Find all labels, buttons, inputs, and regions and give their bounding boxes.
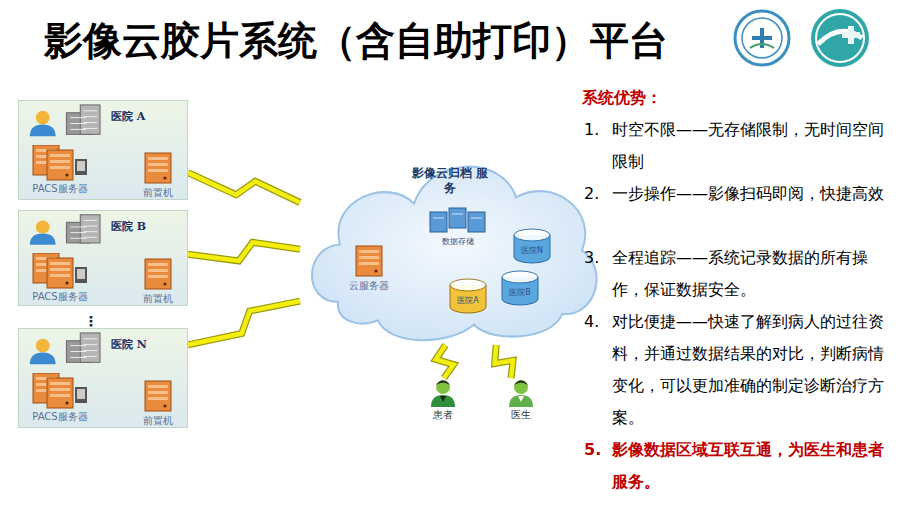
server-node: 云服务器: [342, 244, 396, 293]
advantage-item: 全程追踪——系统记录数据的所有操作，保证数据安全。: [612, 242, 895, 306]
connector: [188, 173, 300, 203]
advantage-item: 影像数据区域互联互通，为医生和患者服务。: [612, 434, 895, 498]
node-text: 云服务器: [342, 279, 396, 293]
node-text: PACS服务器: [25, 410, 95, 424]
node-text: 医院 N: [111, 337, 147, 352]
node-text: 前置机: [133, 186, 183, 200]
hospital-panel: 医院 B PACS服务器 前置机: [18, 210, 188, 306]
advantage-item: 对比便捷——快速了解到病人的过往资料，并通过数据结果的对比，判断病情变化，可以更…: [612, 306, 895, 434]
section-heading: 系统优势：: [582, 82, 662, 114]
node-text: 数据存储: [425, 236, 491, 247]
server-node: 前置机: [133, 257, 183, 306]
node-text: 前置机: [133, 414, 183, 428]
node-text: 医院N: [512, 228, 552, 256]
server-node: PACS服务器: [25, 373, 95, 424]
node-text: 患者: [420, 408, 466, 422]
node-text: 前置机: [133, 292, 183, 306]
connector: [436, 345, 454, 378]
server-node: 前置机: [133, 151, 183, 200]
list-number: ⋮: [84, 305, 98, 337]
storage-cylinder: 医院B: [500, 270, 540, 306]
cloud-service: 影像云归档 服务数据存储 医院N 云服务器 医院A 医院B: [300, 140, 600, 345]
server-node: PACS服务器: [25, 253, 95, 304]
server-node: PACS服务器: [25, 145, 95, 196]
logo-right: [811, 9, 869, 67]
advantage-item: 时空不限——无存储限制，无时间空间限制: [612, 114, 895, 178]
node-text: PACS服务器: [25, 182, 95, 196]
connector: [188, 242, 300, 261]
node-text: 医生: [498, 408, 544, 422]
list-number: 2.: [584, 178, 599, 210]
connector: [188, 301, 300, 345]
logo-left: [735, 11, 789, 65]
node-text: 医院 B: [111, 219, 146, 234]
node-text: 医院A: [448, 278, 488, 306]
hospital-panel: 医院 N PACS服务器 前置机: [18, 328, 188, 428]
storage-cylinder: 医院N: [512, 228, 552, 264]
node-text: PACS服务器: [25, 290, 95, 304]
server-node: 前置机: [133, 379, 183, 428]
list-number: 5.: [584, 434, 601, 466]
storage-cylinder: 医院A: [448, 278, 488, 314]
list-number: 3.: [584, 242, 599, 274]
node-text: 影像云归档 服务: [408, 166, 492, 196]
data-store: 数据存储: [425, 206, 491, 247]
hospital-panel: 医院 A PACS服务器 前置机: [18, 100, 188, 200]
list-number: 4.: [584, 306, 599, 338]
list-number: 1.: [584, 114, 599, 146]
page-title: 影像云胶片系统（含自助打印）平台: [44, 14, 668, 68]
person-node: 患者: [420, 378, 466, 422]
connector: [495, 345, 513, 378]
node-text: 医院 A: [111, 109, 145, 124]
node-text: 医院B: [500, 270, 540, 298]
person-node: 医生: [498, 378, 544, 422]
advantage-item: 一步操作——影像扫码即阅，快捷高效: [612, 178, 895, 210]
